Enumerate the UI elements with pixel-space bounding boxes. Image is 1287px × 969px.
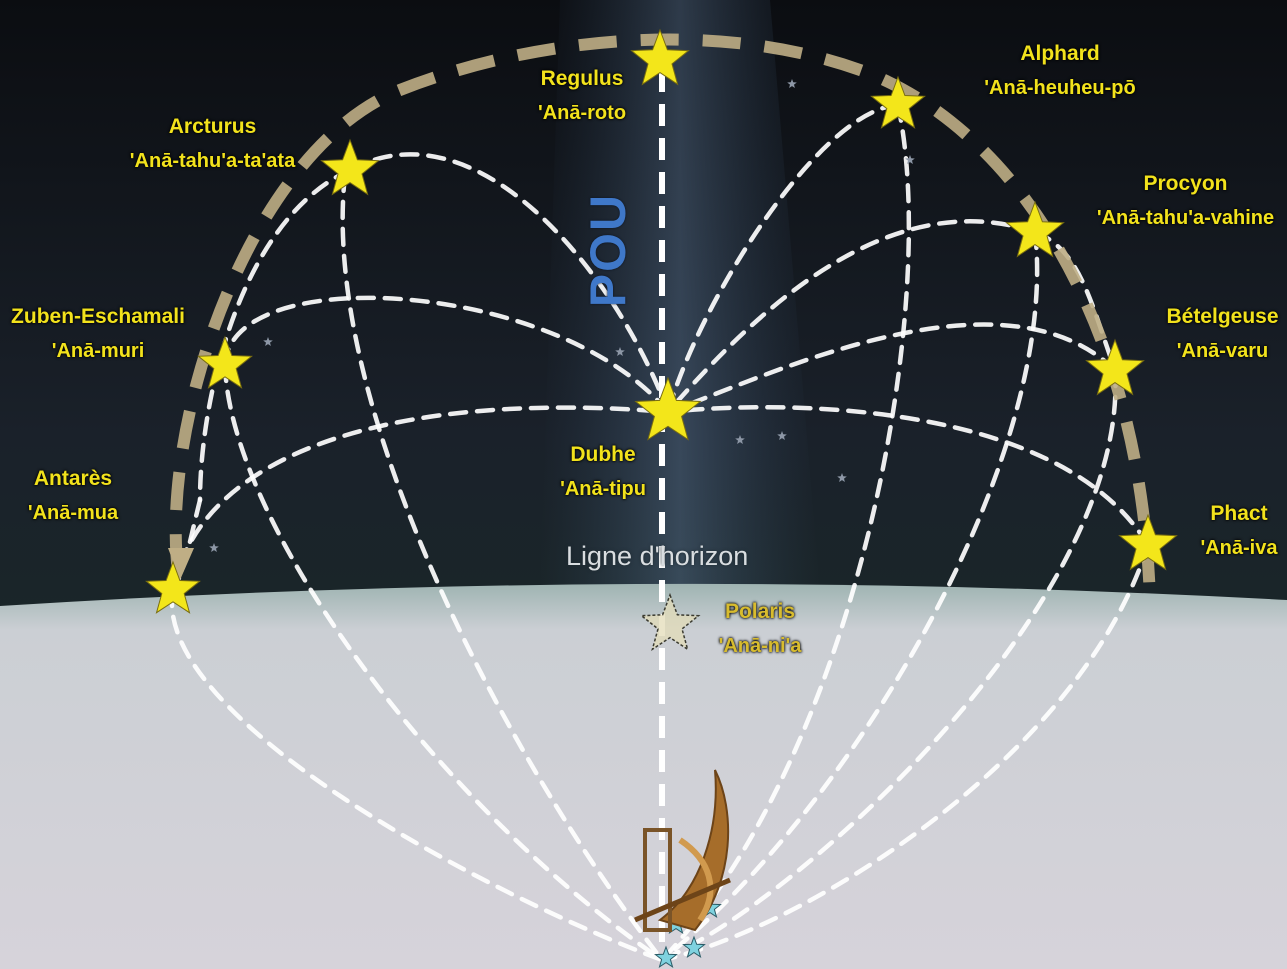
star-path-16	[1032, 229, 1118, 373]
star-path-4	[222, 362, 665, 963]
regulus-name: Regulus	[540, 67, 624, 90]
ecliptic-arc	[169, 33, 1156, 601]
star-path-7	[170, 405, 671, 593]
star-path-14	[659, 542, 1151, 963]
phact-label: Phact 'Anā-iva	[1195, 497, 1283, 565]
procyon-label: Procyon 'Anā-tahu'a-vahine	[1088, 167, 1283, 235]
star-path-11	[665, 219, 1038, 415]
small-star-icon-3	[682, 935, 706, 959]
star-paths	[169, 102, 1151, 963]
polaris-label: Polaris 'Anā-ni'a	[705, 595, 815, 663]
alphard-label: Alphard 'Anā-heuheu-pō	[965, 37, 1155, 105]
zuben-star-icon	[197, 335, 253, 389]
antares-tahitian-name: 'Anā-mua	[27, 502, 119, 524]
background-star-icon-1	[787, 79, 797, 88]
regulus-tahitian-name: 'Anā-roto	[537, 102, 627, 124]
background-star-icon-3	[777, 431, 787, 440]
background-star-icon-5	[837, 473, 847, 482]
star-path-13	[665, 322, 1118, 415]
betelgeuse-label: Bételgeuse 'Anā-varu	[1160, 300, 1285, 368]
dubhe-label: Dubhe 'Anā-tipu	[548, 438, 658, 506]
star-path-6	[169, 587, 665, 963]
sea-surface	[0, 583, 1287, 969]
betelgeuse-name: Bételgeuse	[1166, 305, 1279, 328]
star-path-2	[340, 172, 665, 963]
alphard-tahitian-name: 'Anā-heuheu-pō	[984, 77, 1136, 99]
arcturus-name: Arcturus	[168, 115, 257, 138]
zuben-eschamali-label: Zuben-Eschamali 'Anā-muri	[8, 300, 188, 368]
regulus-star-icon	[630, 28, 690, 86]
arcturus-label: Arcturus 'Anā-tahu'a-ta'ata	[110, 110, 315, 178]
dubhe-name: Dubhe	[570, 443, 636, 466]
antares-star-icon	[145, 560, 201, 614]
canoe-icon	[634, 769, 731, 932]
star-path-3	[347, 152, 671, 415]
background-star-icon-8	[905, 155, 915, 164]
horizon-label: Ligne d'horizon	[566, 541, 749, 571]
zuben-eschamali-name: Zuben-Eschamali	[11, 305, 185, 328]
small-star-icon-4	[654, 945, 678, 969]
antares-label: Antarès 'Anā-mua	[18, 462, 128, 530]
phact-star-icon	[1118, 513, 1178, 571]
light-beam	[540, 0, 820, 590]
background-star-icon-7	[735, 435, 745, 444]
procyon-tahitian-name: 'Anā-tahu'a-vahine	[1096, 207, 1275, 229]
background-star-icon-6	[615, 347, 625, 356]
polaris-name: Polaris	[724, 600, 796, 623]
arcturus-tahitian-name: 'Anā-tahu'a-ta'ata	[129, 150, 296, 172]
star-path-12	[659, 367, 1118, 963]
zuben-eschamali-tahitian-name: 'Anā-muri	[51, 340, 145, 362]
background-star-icon-4	[209, 543, 219, 552]
phact-tahitian-name: 'Anā-iva	[1200, 537, 1278, 559]
star-path-1	[197, 167, 353, 503]
alphard-star-icon	[870, 75, 926, 129]
arc-arrowhead-icon	[168, 548, 194, 580]
polaris-tahitian-name: 'Anā-ni'a	[718, 635, 802, 657]
betelgeuse-tahitian-name: 'Anā-varu	[1176, 340, 1269, 362]
dubhe-star-icon	[634, 376, 702, 441]
alphard-name: Alphard	[1020, 42, 1100, 65]
star-path-9	[665, 102, 901, 415]
procyon-star-icon	[1005, 200, 1065, 258]
pou-label: POU	[580, 192, 636, 308]
regulus-label: Regulus 'Anā-roto	[512, 62, 652, 130]
antares-name: Antarès	[33, 467, 113, 490]
polaris-star-icon	[639, 592, 701, 652]
procyon-name: Procyon	[1143, 172, 1228, 195]
betelgeuse-star-icon	[1085, 338, 1145, 396]
dubhe-tahitian-name: 'Anā-tipu	[560, 478, 646, 500]
star-path-5	[222, 295, 671, 415]
star-path-15	[665, 405, 1151, 548]
star-layer	[145, 28, 1178, 969]
phact-name: Phact	[1210, 502, 1268, 525]
arcturus-star-icon	[320, 138, 380, 196]
background-star-icon-2	[263, 337, 273, 346]
star-path-10	[659, 229, 1040, 963]
